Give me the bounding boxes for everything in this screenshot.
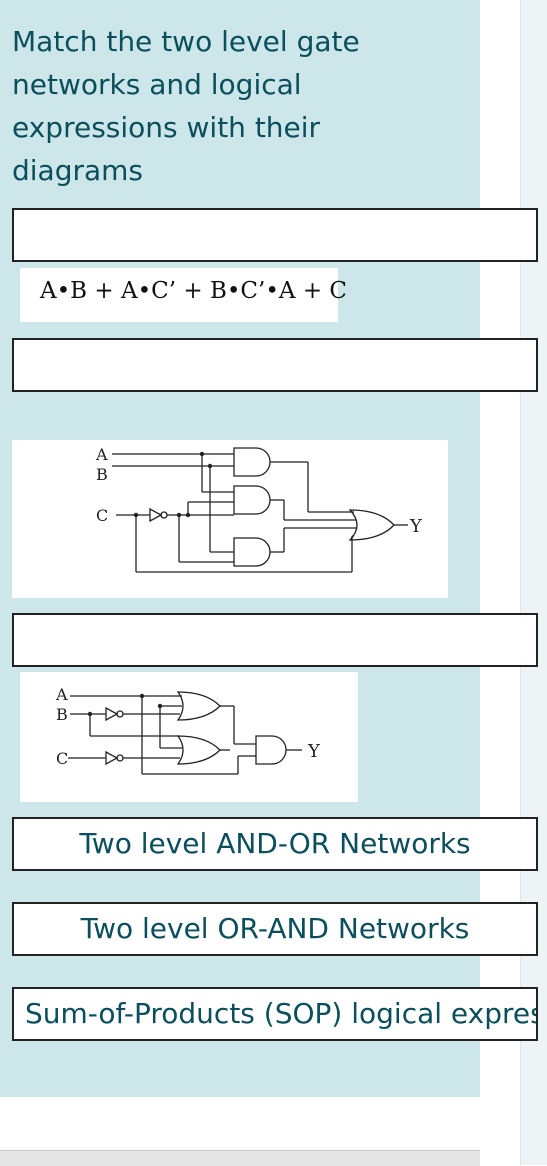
or-and-circuit-image: A B C Y: [20, 672, 358, 802]
answer-and-or-networks[interactable]: Two level AND-OR Networks: [12, 817, 538, 871]
bottom-scrollbar[interactable]: [0, 1150, 480, 1166]
expression-image: [20, 268, 338, 322]
or-and-label-b: B: [56, 705, 68, 724]
expression-text: A•B + A•C’ + B•C’•A + C: [40, 278, 347, 304]
and-or-label-a: A: [95, 445, 108, 464]
or-and-label-y: Y: [307, 741, 321, 762]
right-sidebar-strip: [520, 0, 547, 1165]
and-or-label-b: B: [96, 465, 108, 484]
question-text: Match the two level gate networks and lo…: [12, 25, 360, 187]
and-or-label-c: C: [96, 506, 108, 525]
or-and-label-a: A: [55, 685, 68, 704]
and-or-label-y: Y: [409, 516, 423, 537]
and-or-circuit-diagram: A B C Y: [95, 445, 423, 573]
drop-zone-3[interactable]: [12, 613, 538, 667]
and-or-circuit-image: A B C Y: [12, 440, 448, 598]
drop-zone-2[interactable]: [12, 338, 538, 392]
or-and-circuit-diagram: A B C Y: [55, 685, 321, 775]
or-and-label-c: C: [56, 749, 68, 768]
answer-sop-expression[interactable]: Sum-of-Products (SOP) logical expression: [12, 987, 538, 1041]
answer-or-and-networks[interactable]: Two level OR-AND Networks: [12, 902, 538, 956]
drop-zone-1[interactable]: [12, 208, 538, 262]
